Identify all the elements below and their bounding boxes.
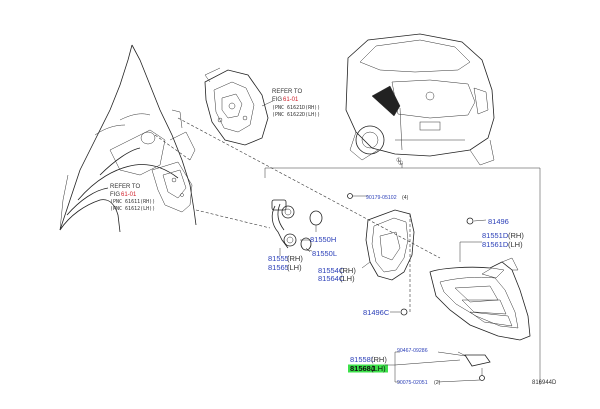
- part-81555[interactable]: 81555: [268, 254, 289, 263]
- part-81554C-side: (RH): [340, 266, 356, 275]
- part-81550L[interactable]: 81550L: [312, 249, 337, 258]
- lower-refer-to-text: REFER TO: [110, 184, 140, 190]
- part-81568J[interactable]: 81568J: [350, 364, 375, 373]
- part-81564C-side: (LH): [340, 274, 355, 283]
- part-90179[interactable]: 90179-05102: [366, 195, 397, 201]
- part-81568J-side: (LH): [371, 364, 386, 373]
- part-labels: 90179-05102 (4) 81496 81551D (RH) 81561D…: [268, 195, 557, 386]
- lower-pnc-lh: (PNC 61612(LH)): [110, 206, 155, 212]
- upper-refer-to-note: REFER TO FIG 61-01 (PNC 61621D(RH)) (PNC…: [261, 89, 320, 118]
- upper-fig-label: FIG: [272, 97, 282, 103]
- label-leaders: [279, 239, 482, 383]
- upper-pnc-lh: (PNC 61622D(LH)): [272, 112, 320, 118]
- highlight-81568J: [348, 364, 388, 373]
- part-81551D[interactable]: 81551D: [482, 231, 509, 240]
- callout-bracket: ①: [264, 160, 541, 385]
- upper-pnc-rh: (PNC 61621D(RH)): [272, 105, 320, 111]
- part-81555-side: (RH): [287, 254, 303, 263]
- rear-quarter-panel: [59, 44, 197, 233]
- part-81496[interactable]: 81496: [488, 217, 509, 226]
- part-81558L-side: (RH): [371, 355, 387, 364]
- part-90075-qty: (2): [434, 380, 441, 386]
- lower-pnc-rh: (PNC 61611(RH)): [110, 199, 155, 205]
- part-90467[interactable]: 90467-09286: [397, 348, 428, 354]
- lower-refer-to-note: REFER TO FIG 61-01 (PNC 61611(RH)) (PNC …: [110, 184, 155, 212]
- part-81565-side: (LH): [287, 263, 302, 272]
- lower-fig-label: FIG: [110, 192, 120, 198]
- part-81496C[interactable]: 81496C: [363, 308, 390, 317]
- part-81564C[interactable]: 81564C: [318, 274, 345, 283]
- diagram-id: 816944D: [532, 380, 557, 386]
- lower-fig-link[interactable]: 61-01: [121, 192, 137, 198]
- part-81550H[interactable]: 81550H: [310, 235, 336, 244]
- car-callout-number: ①: [396, 157, 401, 164]
- upper-fig-link[interactable]: 61-01: [283, 97, 299, 103]
- socket-wiring-assembly: [271, 199, 323, 252]
- part-81554C[interactable]: 81554C: [318, 266, 345, 275]
- dashed-leaders: [154, 117, 441, 259]
- part-81561D[interactable]: 81561D: [482, 240, 509, 249]
- fasteners: [347, 193, 491, 381]
- part-81561D-side: (LH): [508, 240, 523, 249]
- part-81565[interactable]: 81565: [268, 263, 289, 272]
- part-81558L[interactable]: 81558L: [350, 355, 375, 364]
- part-90179-qty: (4): [402, 195, 409, 201]
- callout-number: ①: [398, 160, 403, 167]
- part-90075[interactable]: 90075-02051: [397, 380, 428, 386]
- upper-bracket-panel: [204, 67, 269, 146]
- car-rear-view: ①: [345, 33, 495, 166]
- upper-refer-to-text: REFER TO: [272, 89, 302, 95]
- part-81551D-side: (RH): [508, 231, 524, 240]
- lamp-gasket: [365, 209, 415, 312]
- rear-combination-lamp: [429, 257, 531, 341]
